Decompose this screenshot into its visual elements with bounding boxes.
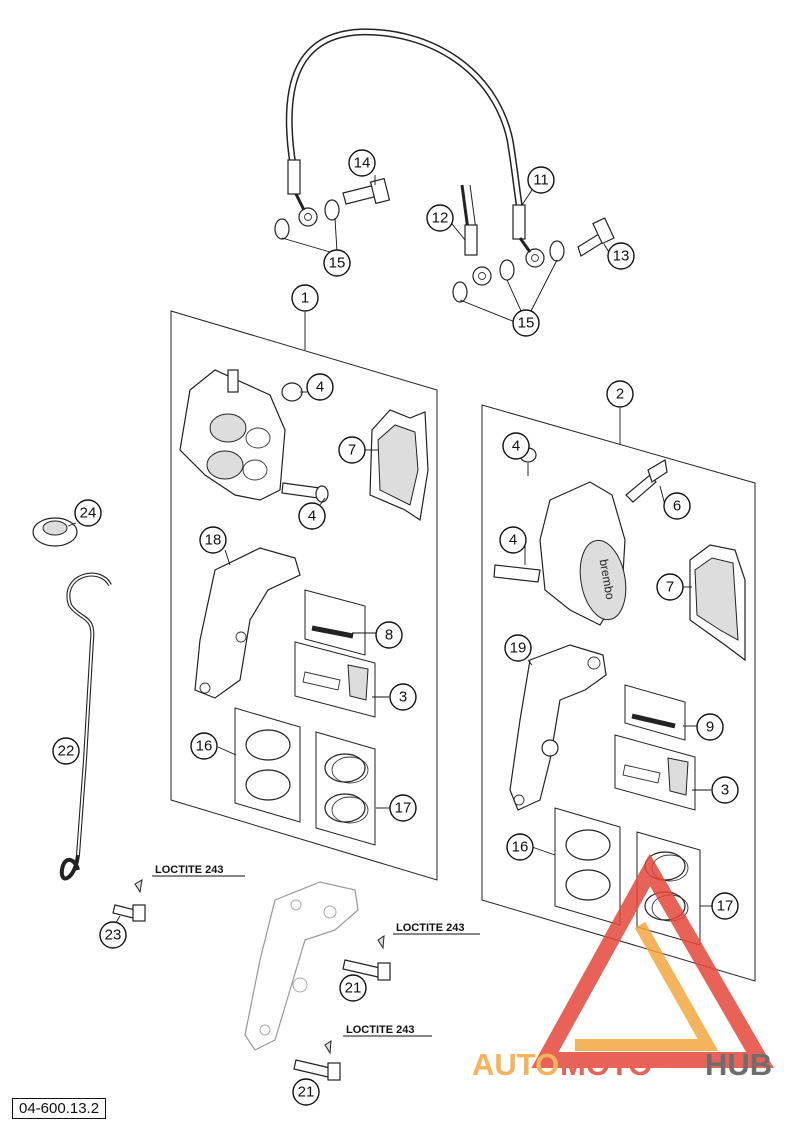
- callout-6: 6: [663, 492, 691, 520]
- svg-text:4: 4: [509, 532, 517, 549]
- svg-text:LOCTITE 243: LOCTITE 243: [346, 1024, 414, 1036]
- callout-1: 1: [291, 284, 319, 312]
- seal-kit-17a: [315, 731, 376, 846]
- svg-text:4: 4: [308, 508, 316, 525]
- svg-text:12: 12: [432, 210, 449, 227]
- brake-pads-1: [369, 409, 429, 522]
- caliper-support-19: [509, 644, 607, 811]
- callout-22: 22: [52, 737, 80, 765]
- watermark-moto: MOTO: [560, 1047, 652, 1082]
- svg-text:21: 21: [345, 980, 362, 997]
- callout-2: 2: [606, 380, 634, 408]
- svg-text:3: 3: [721, 782, 729, 799]
- svg-text:24: 24: [80, 505, 97, 522]
- spring-kit-3a: [294, 641, 376, 718]
- svg-text:11: 11: [533, 172, 549, 189]
- pin-kit-8: [304, 589, 366, 656]
- callout-9: 9: [696, 713, 724, 741]
- callout-7a: 7: [338, 436, 366, 464]
- callout-11: 11: [527, 166, 555, 194]
- callout-16a: 16: [190, 732, 218, 760]
- svg-text:23: 23: [105, 927, 122, 944]
- svg-text:16: 16: [512, 839, 529, 856]
- screw-21a: [342, 935, 391, 981]
- svg-text:LOCTITE 243: LOCTITE 243: [396, 922, 464, 934]
- spring-wire-22: [59, 572, 112, 881]
- callout-4b: 4: [298, 502, 326, 530]
- callout-4c: 4: [502, 432, 530, 460]
- brake-caliper-1: [179, 369, 329, 503]
- pin-kit-9: [624, 684, 686, 741]
- svg-text:15: 15: [329, 255, 346, 272]
- svg-text:14: 14: [354, 155, 371, 172]
- svg-text:1: 1: [301, 290, 309, 307]
- callout-21a: 21: [339, 974, 367, 1002]
- svg-text:9: 9: [706, 719, 714, 736]
- diagram-code: 04-600.13.2: [12, 1098, 107, 1119]
- svg-text:17: 17: [717, 898, 734, 915]
- svg-text:6: 6: [673, 498, 681, 515]
- lower-support-bracket: [244, 881, 359, 1051]
- watermark-auto: AUTO: [472, 1047, 559, 1082]
- brake-hose: [285, 28, 545, 286]
- loctite-label-2: LOCTITE 243: [393, 922, 480, 935]
- svg-text:19: 19: [510, 640, 527, 657]
- piston-kit-16b: [554, 807, 621, 926]
- callout-17b: 17: [711, 892, 739, 920]
- piston-kit-16a: [234, 707, 301, 823]
- watermark-hub: HUB: [705, 1047, 772, 1082]
- banjo-bolts-washers: [274, 177, 615, 303]
- callout-7b: 7: [656, 573, 684, 601]
- grommet-24: [32, 517, 78, 547]
- screw-21b: [293, 1040, 341, 1081]
- callout-23: 23: [99, 921, 127, 949]
- brake-pads-2: [689, 544, 746, 662]
- svg-text:15: 15: [518, 315, 535, 332]
- screw-23: [112, 879, 146, 922]
- callout-15a: 15: [323, 249, 351, 277]
- svg-text:13: 13: [613, 248, 630, 265]
- callout-19: 19: [504, 634, 532, 662]
- svg-text:17: 17: [395, 800, 412, 817]
- svg-text:8: 8: [385, 627, 393, 644]
- svg-text:2: 2: [616, 386, 624, 403]
- spring-kit-3b: [614, 734, 696, 811]
- callout-3b: 3: [711, 776, 739, 804]
- callout-17a: 17: [389, 794, 417, 822]
- callout-8: 8: [375, 621, 403, 649]
- callout-14: 14: [348, 149, 376, 177]
- callout-3a: 3: [389, 683, 417, 711]
- loctite-label-1: LOCTITE 243: [152, 864, 245, 877]
- svg-text:4: 4: [512, 438, 520, 455]
- callout-12: 12: [426, 204, 454, 232]
- callout-18: 18: [199, 526, 227, 554]
- svg-text:7: 7: [348, 442, 356, 459]
- svg-text:18: 18: [205, 532, 222, 549]
- svg-text:22: 22: [58, 743, 75, 760]
- callout-16b: 16: [506, 833, 534, 861]
- svg-text:21: 21: [298, 1084, 315, 1101]
- callout-24: 24: [74, 499, 102, 527]
- loctite-label-3: LOCTITE 243: [343, 1024, 432, 1037]
- callout-21b: 21: [292, 1078, 320, 1106]
- svg-text:3: 3: [399, 689, 407, 706]
- watermark: AUTO MOTO HUB: [472, 853, 774, 1082]
- svg-text:LOCTITE 243: LOCTITE 243: [155, 864, 223, 876]
- callout-4a: 4: [306, 373, 334, 401]
- brake-caliper-2: brembo: [493, 447, 668, 626]
- svg-text:7: 7: [666, 579, 674, 596]
- callout-4d: 4: [499, 526, 527, 554]
- callout-13: 13: [607, 242, 635, 270]
- svg-text:16: 16: [196, 738, 213, 755]
- callout-15b: 15: [512, 309, 540, 337]
- caliper-support-18: [194, 547, 301, 699]
- svg-text:4: 4: [316, 379, 324, 396]
